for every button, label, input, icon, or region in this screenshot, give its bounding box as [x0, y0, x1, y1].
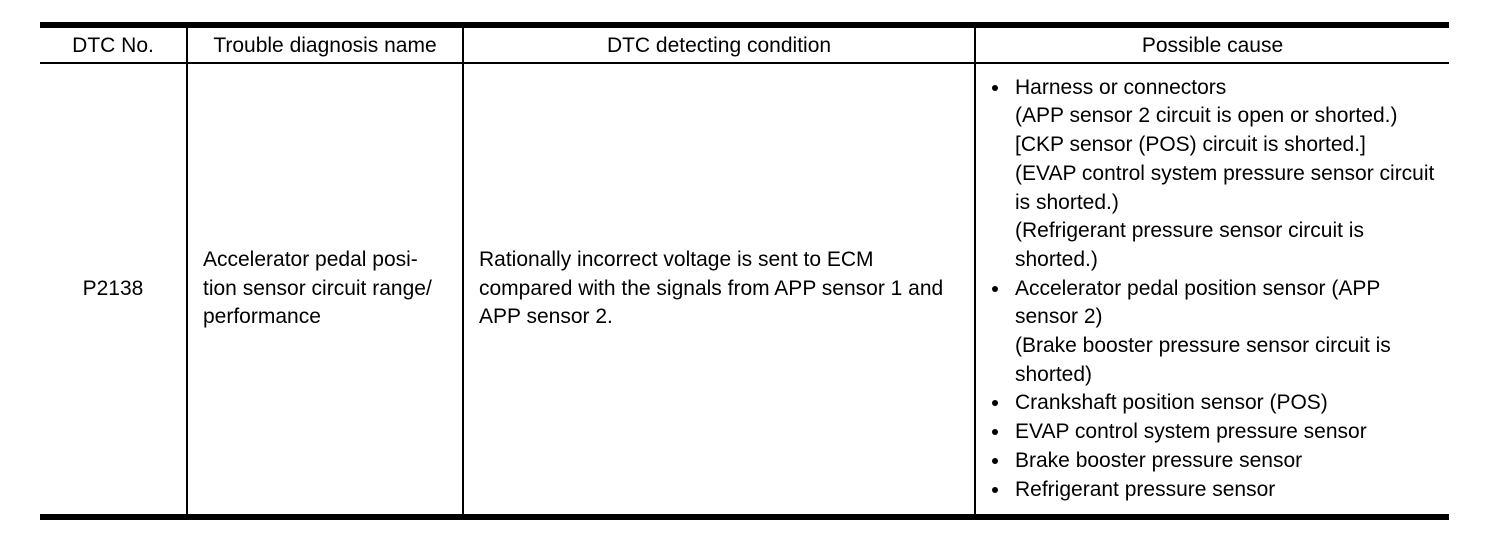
list-item: Accelerator pedal position sensor (APP s…	[991, 275, 1449, 390]
trouble-diagnosis-name-cell: Accelerator pedal posi- tion sensor circ…	[188, 64, 464, 514]
cause-text: EVAP control system pressure sensor	[1015, 420, 1367, 444]
list-item: Brake booster pressure sensor	[991, 447, 1449, 476]
possible-cause-cell: Harness or connectors (APP sensor 2 circ…	[976, 64, 1449, 514]
list-item: Crankshaft position sensor (POS)	[991, 389, 1449, 418]
detecting-condition-text: Rationally incorrect voltage is sent to …	[479, 248, 944, 329]
trouble-name-line: Accelerator pedal posi-	[203, 248, 418, 272]
column-header-dtc-no: DTC No.	[40, 28, 188, 62]
dtc-number: P2138	[82, 277, 144, 300]
cause-text: Accelerator pedal position sensor (APP s…	[1015, 276, 1380, 329]
trouble-name-line: performance	[203, 305, 321, 329]
dtc-table: DTC No. Trouble diagnosis name DTC detec…	[40, 22, 1449, 520]
table-row: P2138 Accelerator pedal posi- tion senso…	[40, 64, 1449, 514]
list-item: Refrigerant pressure sensor	[991, 476, 1449, 505]
cause-text: Crankshaft position sensor (POS)	[1015, 391, 1328, 415]
cause-note: (Refrigerant pressure sensor circuit is …	[1015, 219, 1364, 271]
trouble-name-line: tion sensor circuit range/	[203, 276, 432, 300]
cause-note: (Brake booster pressure sensor circuit i…	[1015, 334, 1391, 386]
cause-text: Harness or connectors	[1015, 75, 1227, 99]
column-header-trouble-diagnosis-name: Trouble diagnosis name	[188, 28, 464, 62]
cause-note: [CKP sensor (POS) circuit is shorted.]	[1015, 133, 1366, 157]
list-item: Harness or connectors (APP sensor 2 circ…	[991, 74, 1449, 275]
column-header-possible-cause: Possible cause	[1141, 33, 1284, 57]
cause-text: Brake booster pressure sensor	[1015, 448, 1303, 472]
table-header-row: DTC No. Trouble diagnosis name DTC detec…	[40, 28, 1449, 64]
cause-text: Refrigerant pressure sensor	[1015, 477, 1276, 501]
dtc-number-cell: P2138	[40, 64, 188, 514]
column-header-dtc-detecting-condition: DTC detecting condition	[464, 28, 976, 62]
cause-note: (APP sensor 2 circuit is open or shorted…	[1015, 104, 1398, 128]
dtc-detecting-condition-cell: Rationally incorrect voltage is sent to …	[464, 64, 976, 514]
list-item: EVAP control system pressure sensor	[991, 418, 1449, 447]
cause-note: (EVAP control system pressure sensor cir…	[1015, 161, 1435, 214]
